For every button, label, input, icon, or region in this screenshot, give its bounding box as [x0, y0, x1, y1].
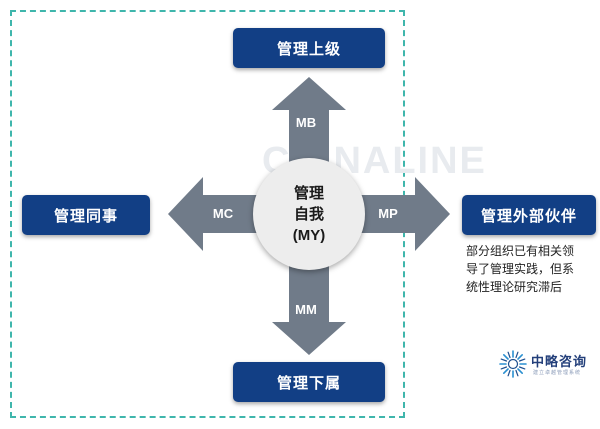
box-manage-peers: 管理同事 [22, 195, 150, 235]
box-manage-external-partners: 管理外部伙伴 [462, 195, 596, 235]
center-circle-self: 管理 自我 (MY) [253, 158, 365, 270]
box-manage-superior: 管理上级 [233, 28, 385, 68]
arrow-up [272, 77, 346, 172]
arrow-down [272, 258, 346, 355]
arrow-label-mp: MP [378, 206, 398, 221]
box-manage-subordinates: 管理下属 [233, 362, 385, 402]
logo-tagline: 建立卓越管理系统 [533, 370, 582, 376]
note-line-1: 部分组织已有相关领 [466, 244, 575, 258]
note-line-3: 统性理论研究滞后 [466, 280, 563, 294]
arrow-right [346, 177, 450, 251]
center-line-2: 自我 [293, 205, 324, 223]
external-partner-note: 部分组织已有相关领 导了管理实践，但系 统性理论研究滞后 [466, 242, 598, 296]
center-line-1: 管理 [293, 184, 324, 202]
arrow-left [168, 177, 272, 251]
center-line-3: (MY) [292, 226, 326, 244]
logo-burst-icon [499, 350, 527, 378]
arrow-label-mc: MC [212, 206, 234, 221]
note-line-2: 导了管理实践，但系 [466, 262, 575, 276]
arrow-label-mb: MB [295, 115, 317, 130]
logo-name: 中略咨询 [531, 354, 588, 369]
logo: 中略咨询 建立卓越管理系统 [497, 346, 597, 382]
arrow-label-mm: MM [295, 302, 317, 317]
